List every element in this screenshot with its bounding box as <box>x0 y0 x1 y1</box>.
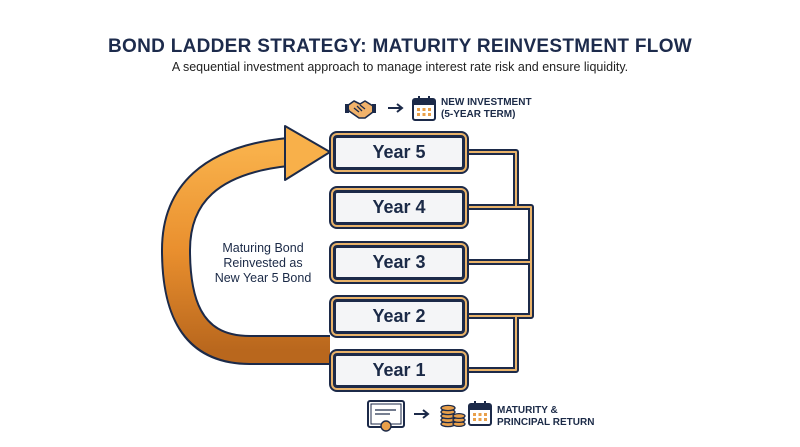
certificate-icon <box>367 400 405 432</box>
right-arrow-icon <box>414 409 430 419</box>
reinvestment-label: Maturing Bond Reinvested as New Year 5 B… <box>203 241 323 286</box>
right-arrow-icon <box>388 103 404 113</box>
handshake-icon <box>345 100 376 119</box>
rung-connectors <box>468 149 534 373</box>
calendar-icon <box>412 96 436 121</box>
new-investment-line1: NEW INVESTMENT <box>441 97 532 108</box>
rung-year-1: Year 1 <box>333 353 465 388</box>
rung-year-5: Year 5 <box>333 135 465 170</box>
page-subtitle: A sequential investment approach to mana… <box>171 60 629 74</box>
rung-year-4: Year 4 <box>333 190 465 225</box>
calendar-icon <box>468 401 492 426</box>
reinvestment-arrow <box>160 125 331 365</box>
reinvestment-line1: Maturing Bond <box>222 241 304 255</box>
reinvestment-line2: Reinvested as <box>223 256 303 270</box>
new-investment-line2: (5-YEAR TERM) <box>441 109 516 120</box>
maturity-label: MATURITY & PRINCIPAL RETURN <box>497 405 594 429</box>
reinvestment-line3: New Year 5 Bond <box>214 271 312 285</box>
rung-year-2: Year 2 <box>333 299 465 334</box>
page-title: BOND LADDER STRATEGY: MATURITY REINVESTM… <box>107 36 693 57</box>
coin-stack-icon <box>440 404 466 428</box>
maturity-line1: MATURITY & <box>497 405 558 416</box>
rung-year-3: Year 3 <box>333 245 465 280</box>
new-investment-label: NEW INVESTMENT (5-YEAR TERM) <box>441 97 532 121</box>
maturity-line2: PRINCIPAL RETURN <box>497 417 595 428</box>
